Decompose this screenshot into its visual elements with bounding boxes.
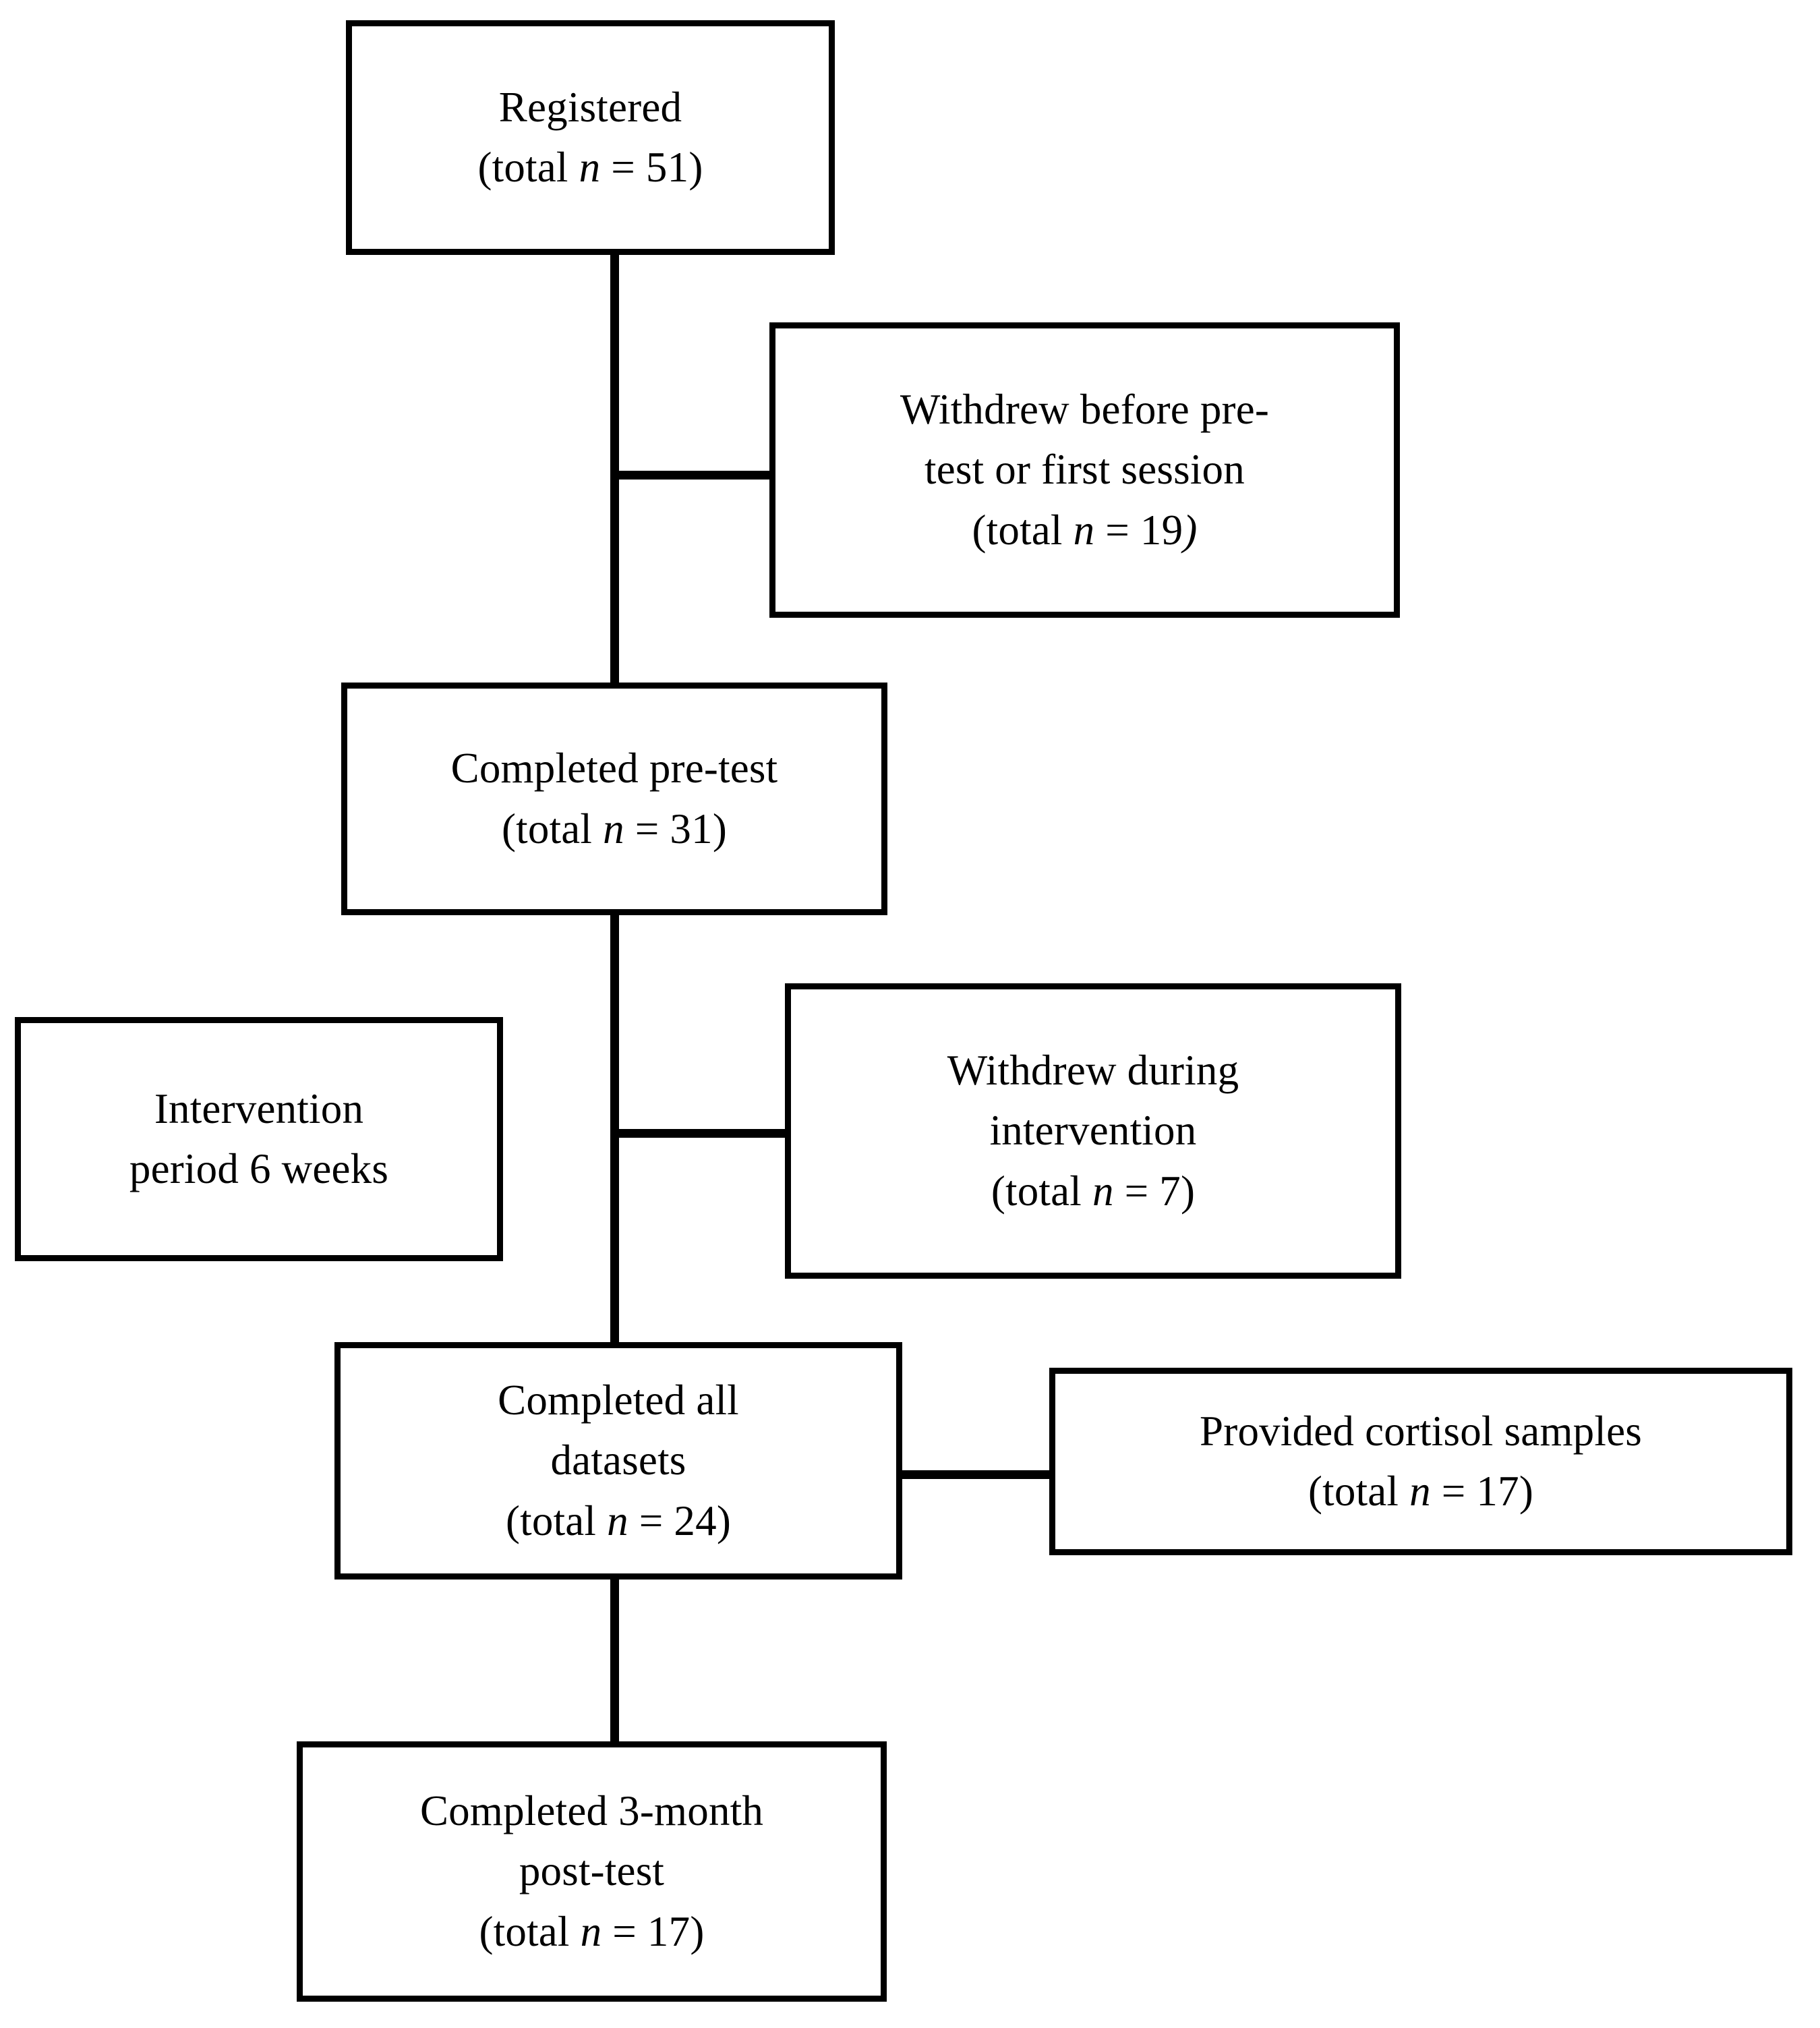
node-posttest-total: (total n = 17) [479,1902,704,1962]
connector-registered-to-pretest [610,251,619,688]
node-cortisol-total-suffix: = 17) [1430,1468,1534,1515]
node-alldatasets-total-prefix: (total [505,1497,608,1544]
node-intervention-period: Intervention period 6 weeks [15,1017,503,1261]
node-cortisol-total-prefix: (total [1308,1468,1410,1515]
node-withdrew-during-intervention: Withdrew during intervention (total n = … [785,983,1401,1279]
node-withdrew-pre-total-prefix: (total [972,506,1074,554]
node-alldatasets-line-2: datasets [550,1437,686,1484]
node-registered-line-1: Registered [498,83,682,131]
connector-to-withdrew-before-pretest [610,471,775,480]
node-withdrew-during-total-suffix: = 7) [1113,1167,1196,1215]
node-pretest-total-prefix: (total [501,805,604,852]
node-pretest-n-symbol: n [603,805,624,852]
node-intervention-line-2: period 6 weeks [129,1145,389,1192]
node-registered-n-symbol: n [579,144,601,191]
connector-all-datasets-to-posttest [610,1574,619,1746]
node-pretest-total-suffix: = 31) [624,805,728,852]
node-withdrew-pre-total-suffix: = 19 [1094,506,1183,554]
node-withdrew-during-line-1: Withdrew during [947,1046,1239,1094]
node-registered: Registered (total n = 51) [346,20,835,255]
node-completed-all-datasets: Completed all datasets (total n = 24) [334,1342,902,1580]
node-posttest-total-prefix: (total [479,1907,581,1955]
node-alldatasets-total: (total n = 24) [506,1491,731,1551]
node-intervention-line-1: Intervention [154,1084,364,1132]
node-alldatasets-line-1: Completed all [498,1376,739,1424]
node-withdrew-pre-total-close-paren: ) [1183,506,1198,554]
node-withdrew-pre-total: (total n = 19) [972,500,1197,560]
node-registered-total-suffix: = 51) [600,144,703,191]
node-alldatasets-n-symbol: n [607,1497,628,1544]
node-posttest-line-2: post-test [519,1847,665,1895]
node-withdrew-pre-n-symbol: n [1073,506,1095,554]
node-cortisol-n-symbol: n [1409,1468,1431,1515]
node-cortisol-total: (total n = 17) [1308,1461,1533,1522]
node-withdrew-during-total-prefix: (total [991,1167,1092,1215]
node-pretest-line-1: Completed pre-test [450,745,778,792]
node-cortisol-line-1: Provided cortisol samples [1200,1407,1642,1455]
node-withdrew-during-n-symbol: n [1092,1167,1114,1215]
node-posttest-total-suffix: = 17) [601,1907,705,1955]
node-pretest-total: (total n = 31) [502,799,727,859]
node-registered-total-prefix: (total [477,144,579,191]
node-completed-3-month-posttest: Completed 3-month post-test (total n = 1… [297,1741,887,2002]
connector-to-withdrew-during-intervention [610,1129,791,1138]
node-provided-cortisol-samples: Provided cortisol samples (total n = 17) [1049,1368,1792,1555]
node-posttest-n-symbol: n [580,1907,602,1955]
node-withdrew-during-line-2: intervention [989,1107,1197,1155]
node-withdrew-before-pretest: Withdrew before pre- test or first sessi… [769,322,1400,618]
node-posttest-line-1: Completed 3-month [419,1787,764,1834]
node-withdrew-pre-line-2: test or first session [924,446,1245,494]
node-completed-pretest: Completed pre-test (total n = 31) [341,683,887,915]
node-alldatasets-total-suffix: = 24) [628,1497,732,1544]
node-withdrew-pre-line-1: Withdrew before pre- [900,385,1270,433]
connector-to-provided-cortisol-samples [897,1470,1055,1479]
node-registered-total: (total n = 51) [477,138,703,198]
node-withdrew-during-total: (total n = 7) [991,1161,1195,1221]
